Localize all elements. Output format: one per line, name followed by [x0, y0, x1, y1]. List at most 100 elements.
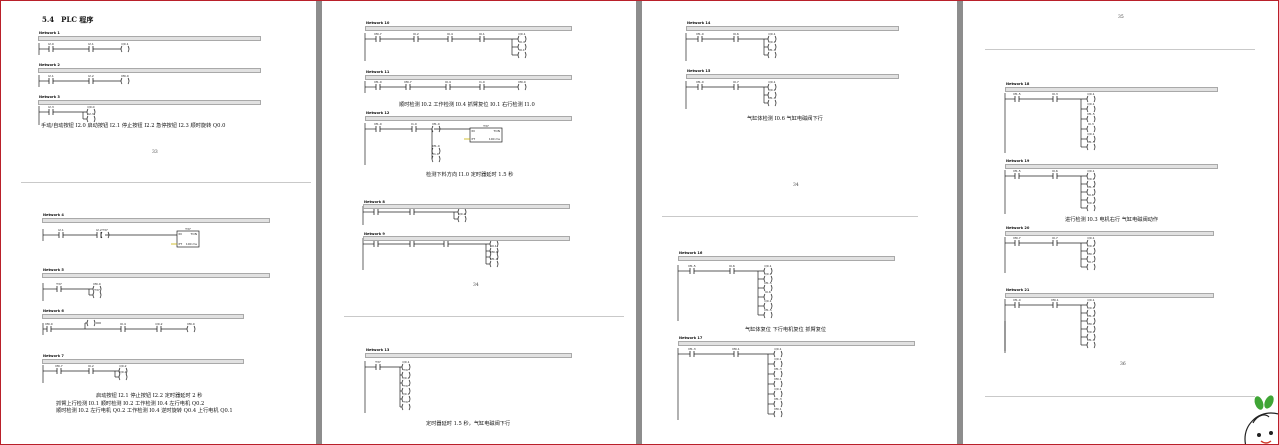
coil-symbol [431, 155, 434, 163]
operand-label: Q0.1 [1087, 177, 1094, 181]
operand-label: M1.0 [768, 96, 775, 100]
coil-symbol [774, 91, 777, 99]
operand-label: Q0.1 [774, 347, 781, 351]
coil-symbol [773, 410, 776, 418]
operand-label: M1.0 [696, 32, 703, 36]
logo-icon [1244, 395, 1278, 444]
coil-symbol [780, 350, 783, 358]
coil-symbol [770, 275, 773, 283]
page-gutter [636, 1, 642, 444]
page-number: 35 [1118, 15, 1124, 20]
coil-symbol [1086, 105, 1089, 113]
coil-symbol [1086, 188, 1089, 196]
coil-symbol [774, 51, 777, 59]
operand-label: M1.0 [432, 122, 439, 126]
coil-symbol [401, 379, 404, 387]
network-header-bar [1005, 87, 1218, 92]
operand-label: M0.1 [732, 347, 739, 351]
operand-label: T37 [184, 227, 191, 231]
coil-symbol [763, 275, 766, 283]
operand-label: I0.3 [1088, 122, 1094, 126]
operand-label: Q0.1 [402, 360, 409, 364]
operand-label: M0.0 [45, 322, 52, 326]
network-label: Network 17 [679, 336, 703, 340]
network-header-bar [363, 236, 570, 241]
coil-symbol [763, 311, 766, 319]
coil-symbol [1093, 239, 1096, 247]
operand-label: Q0.1 [764, 264, 771, 268]
coil-symbol [524, 83, 527, 91]
operand-label: Q0.1 [1087, 102, 1094, 106]
operand-label: I2.1 [58, 228, 64, 232]
coil-symbol [1093, 172, 1096, 180]
coil-symbol [86, 108, 89, 116]
operand-label: M1.0 [1087, 314, 1094, 318]
coil-symbol [773, 380, 776, 388]
operand-label: M0.1 [1051, 298, 1058, 302]
timer-pt: PT [472, 137, 476, 141]
operand-label: I0.6 [1052, 169, 1058, 173]
coil-symbol [93, 108, 96, 116]
coil-symbol [773, 390, 776, 398]
coil-symbol [1086, 317, 1089, 325]
network-header-bar [365, 116, 572, 121]
coil-symbol [93, 319, 96, 327]
operand-label: M0.1 [1087, 322, 1094, 326]
operand-label: M0.7 [404, 80, 411, 84]
operand-label: I2.2 [88, 74, 94, 78]
operand-label: Q0.2 [119, 364, 126, 368]
network-label: Network 13 [366, 348, 390, 352]
coil-symbol [1093, 247, 1096, 255]
operand-label: I0.6 [765, 290, 771, 294]
coil-symbol [770, 284, 773, 292]
coil-symbol [86, 319, 89, 327]
coil-symbol [767, 43, 770, 51]
coil-symbol [1086, 325, 1089, 333]
coil-symbol [401, 395, 404, 403]
operand-label: M1.5 [1087, 140, 1094, 144]
operand-label: I2.0 [48, 42, 54, 46]
coil-symbol [1086, 125, 1089, 133]
operand-label: I2.3 [88, 112, 94, 116]
coil-symbol [1093, 105, 1096, 113]
operand-label: M1.5 [1087, 112, 1094, 116]
operand-label: I1.0 [479, 80, 485, 84]
coil-symbol [780, 380, 783, 388]
operand-label: Q0.2 [119, 370, 126, 374]
operand-label: I0.6 [733, 32, 739, 36]
network-header-bar [1005, 293, 1214, 298]
network-label: Network 15 [687, 69, 711, 73]
coil-symbol [773, 360, 776, 368]
operand-label: M0.1 [774, 377, 781, 381]
coil-symbol [524, 43, 527, 51]
coil-symbol [408, 395, 411, 403]
operand-label: Q0.1 [1087, 92, 1094, 96]
operand-label: Q0.1 [768, 32, 775, 36]
coil-symbol [496, 260, 499, 268]
coil-symbol [1093, 180, 1096, 188]
coil-symbol [100, 231, 103, 239]
caption: 顺时检测 I0.2 工作检测 I0.4 抓臂复位 I0.1 右行检测 I1.0 [399, 102, 535, 108]
coil-symbol [401, 371, 404, 379]
coil-symbol [86, 115, 89, 123]
timer-in: IN [472, 129, 475, 133]
timer-in: IN [179, 232, 182, 236]
operand-label: M1.0 [696, 80, 703, 84]
operand-label: Q0.2 [155, 322, 162, 326]
network-header-bar [42, 218, 270, 223]
network-label: Network 1 [39, 31, 60, 35]
coil-symbol [517, 51, 520, 59]
network-header-bar [678, 341, 915, 346]
coil-symbol [773, 370, 776, 378]
coil-symbol [1086, 301, 1089, 309]
operand-label: M1.0 [490, 257, 497, 261]
caption: 顺时检测 I0.2 左行电机 Q0.2 工作检测 I0.4 逆时旋转 Q0.4 … [56, 408, 233, 414]
operand-label: Q0.2 [458, 212, 465, 216]
coil-symbol [1093, 135, 1096, 143]
network-label: Network 5 [43, 268, 64, 272]
coil-symbol [1093, 196, 1096, 204]
operand-label: M0.0 [93, 282, 100, 286]
timer-block [176, 230, 200, 248]
coil-symbol [92, 285, 95, 293]
